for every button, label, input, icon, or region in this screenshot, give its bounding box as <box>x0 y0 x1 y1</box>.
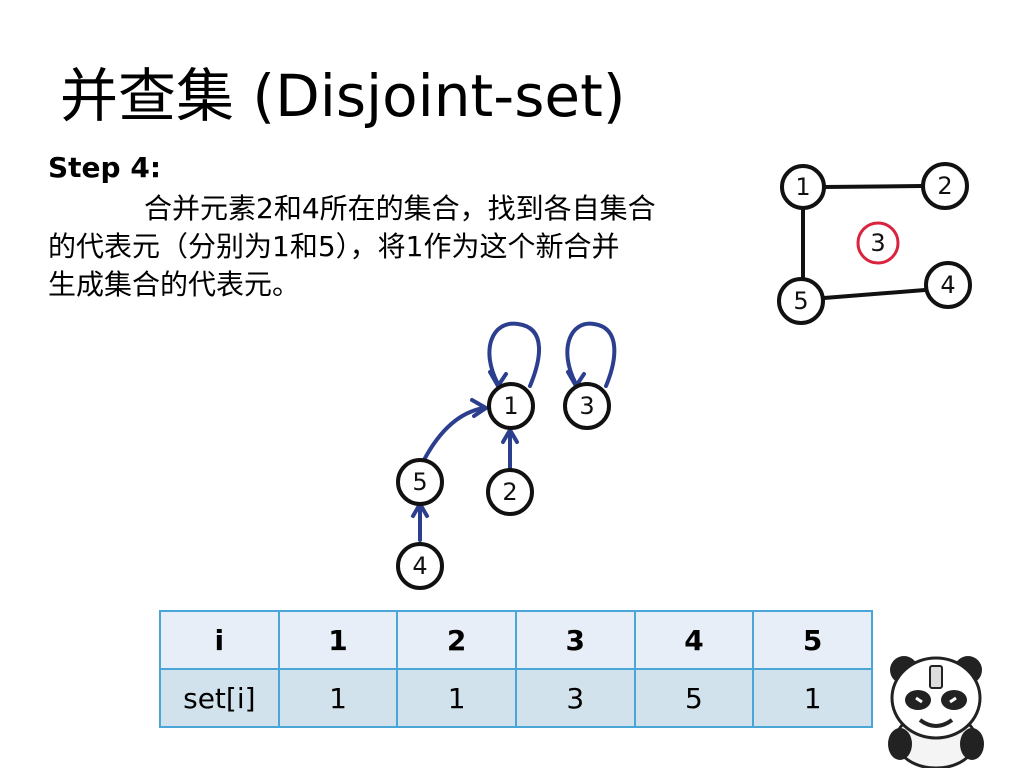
set-table: i 1 2 3 4 5 set[i] 1 1 3 5 1 <box>159 610 873 728</box>
table-header-cell: 3 <box>514 610 636 670</box>
table-cell: 5 <box>633 668 755 728</box>
graph-node: 5 <box>777 277 825 325</box>
forest-node: 4 <box>396 542 444 590</box>
graph-node-label: 5 <box>793 287 808 315</box>
self-loop-arrow <box>565 321 617 388</box>
forest-node-label: 4 <box>412 552 427 580</box>
forest-node-label: 2 <box>502 478 517 506</box>
graph-node-label: 3 <box>870 229 885 257</box>
graph-diagram: 1 2 3 4 5 <box>777 162 972 325</box>
table-cell: 1 <box>752 668 873 728</box>
graph-node-highlighted: 3 <box>856 221 900 265</box>
forest-node-label: 1 <box>503 392 518 420</box>
graph-edge <box>823 288 926 300</box>
description-line: 生成集合的代表元。 <box>48 268 301 301</box>
description-line: 的代表元（分别为1和5），将1作为这个新合并 <box>48 230 620 263</box>
self-loop-arrow <box>487 321 541 388</box>
forest-node: 2 <box>486 468 534 516</box>
table-row: set[i] 1 1 3 5 1 <box>159 668 873 728</box>
forest-node: 1 <box>487 382 535 430</box>
table-header-cell: 5 <box>752 610 873 670</box>
table-cell: 3 <box>514 668 636 728</box>
forest-node-label: 3 <box>579 392 594 420</box>
table-header-cell: 2 <box>396 610 517 670</box>
description-line: 合并元素2和4所在的集合，找到各自集合 <box>144 192 656 225</box>
step-heading: Step 4: <box>48 151 162 184</box>
forest-diagram: 1 3 5 2 4 <box>396 321 617 590</box>
table-header-cell: 1 <box>277 610 399 670</box>
graph-node: 1 <box>780 164 826 210</box>
step-description: 合并元素2和4所在的集合，找到各自集合 的代表元（分别为1和5），将1作为这个新… <box>48 190 778 304</box>
slide-title: 并查集 (Disjoint-set) <box>60 62 626 130</box>
table-header-row: i 1 2 3 4 5 <box>159 610 873 670</box>
forest-node: 3 <box>563 382 611 430</box>
graph-edge <box>823 184 923 189</box>
arrowhead <box>501 428 519 444</box>
table-cell: set[i] <box>159 668 280 728</box>
table-header-cell: 4 <box>633 610 755 670</box>
graph-node: 4 <box>924 261 972 309</box>
forest-node: 5 <box>396 458 444 506</box>
panda-mascot-icon <box>888 656 984 768</box>
parent-arrow <box>422 406 486 462</box>
arrowhead <box>470 398 488 418</box>
graph-node-label: 1 <box>795 173 810 201</box>
table-cell: 1 <box>396 668 517 728</box>
graph-node: 2 <box>921 162 969 210</box>
graph-node-label: 4 <box>940 271 955 299</box>
table-header-cell: i <box>159 610 280 670</box>
table-cell: 1 <box>277 668 399 728</box>
highlight-circle <box>856 221 900 265</box>
forest-node-label: 5 <box>412 468 427 496</box>
graph-node-label: 2 <box>937 172 952 200</box>
